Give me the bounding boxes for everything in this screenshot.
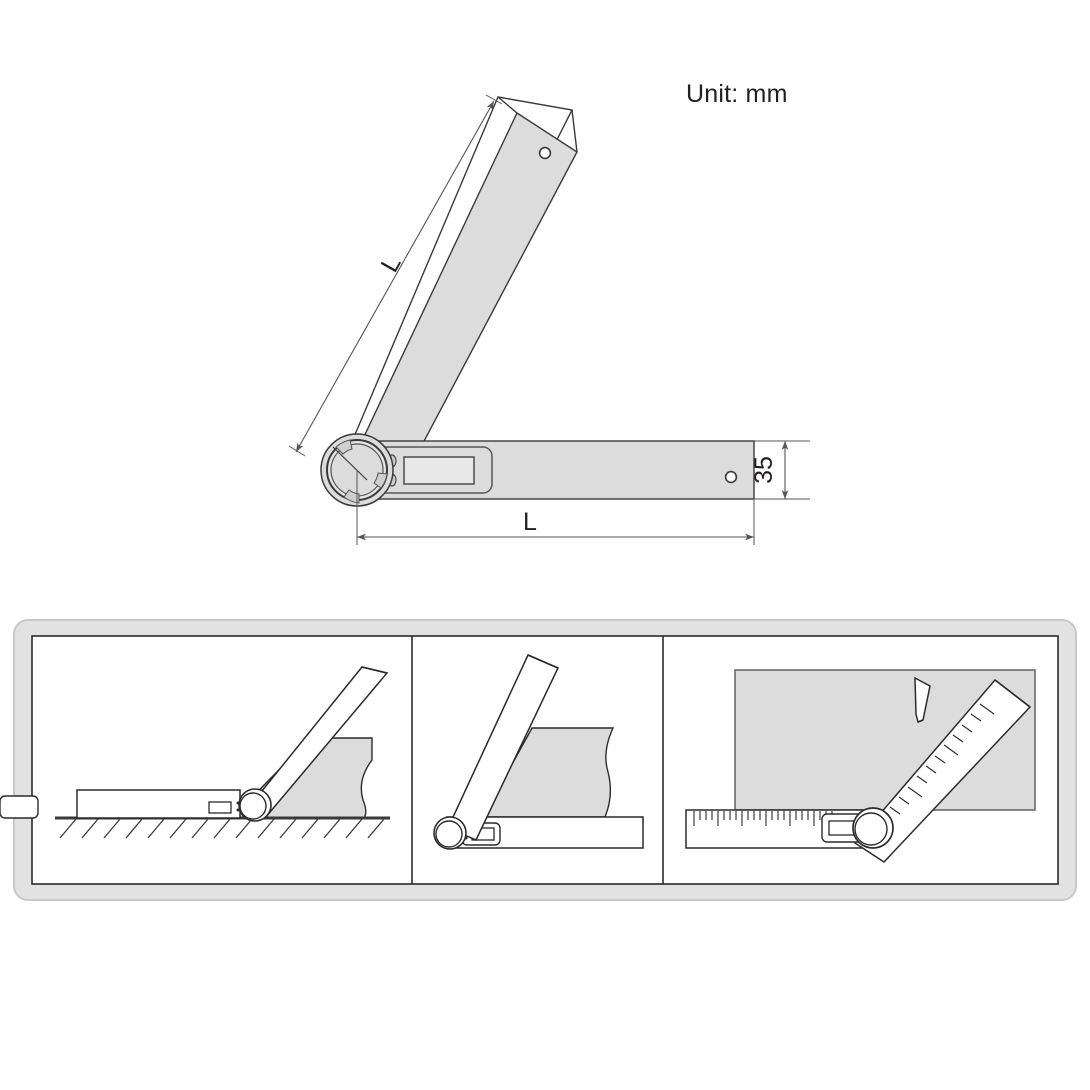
upper-arm-p1-end — [361, 666, 388, 674]
unit-note: Unit: mm — [686, 80, 788, 108]
scriber-tip — [917, 719, 924, 723]
display-housing-p1 — [0, 795, 39, 819]
pivot-hub-p2-inner — [435, 820, 463, 848]
dimension-lower-arm-L: L — [356, 470, 755, 545]
lower-arm-p1 — [76, 789, 241, 819]
dimension-line-upper — [295, 100, 495, 453]
lcd-display-p1 — [208, 801, 232, 814]
upper-arm-end-edge — [497, 96, 518, 114]
mounting-hole-upper-arm — [538, 146, 552, 160]
dimension-label-35: 35 — [750, 456, 778, 484]
panel-obtuse-angle — [0, 666, 390, 839]
panel-marking-with-scriber — [685, 669, 1036, 863]
dimension-label-lower-L: L — [523, 508, 537, 536]
pivot-hub-p3-inner — [854, 812, 888, 846]
pivot-hub-p1-inner — [239, 792, 267, 820]
upper-arm-end-edge-2 — [571, 109, 578, 153]
panel-acute-angle — [433, 654, 644, 850]
graduations-lower-p3 — [693, 811, 833, 826]
lcd-display[interactable] — [403, 456, 475, 485]
upper-arm-p2-end — [527, 654, 559, 669]
extension-tick-upper-top — [485, 94, 503, 105]
dimension-width-35: 35 — [750, 440, 810, 500]
upper-arm-p3-end — [994, 679, 1031, 708]
ground-hatching — [59, 818, 385, 839]
mounting-hole-lower-arm — [724, 470, 738, 484]
hub-construction-line — [332, 446, 368, 481]
lower-arm — [351, 440, 755, 500]
hub-tab-right — [373, 472, 388, 489]
hub-tab-lower-left — [343, 489, 360, 504]
main-product-assembly: L L 35 — [288, 94, 810, 545]
lcd-display-p3 — [828, 820, 855, 836]
workpiece-block-p2 — [481, 727, 615, 818]
extension-tick-upper-bottom — [288, 445, 306, 457]
